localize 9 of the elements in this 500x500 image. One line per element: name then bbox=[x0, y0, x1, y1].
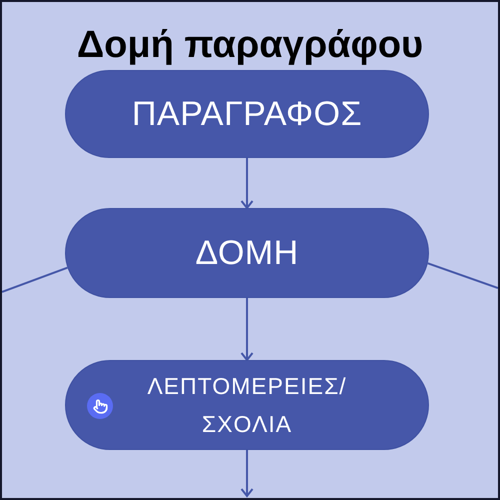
connector-line bbox=[2, 266, 68, 293]
diagram-title: Δομή παραγράφου bbox=[76, 23, 424, 67]
connector-line bbox=[427, 262, 498, 289]
node-label: ΛΕΠΤΟΜΕΡΕΙΕΣ/ ΣΧΟΛΙΑ bbox=[146, 372, 348, 439]
arrow bbox=[240, 298, 254, 361]
arrow bbox=[240, 450, 254, 497]
arrow bbox=[240, 158, 254, 209]
node-label: ΠΑΡΑΓΡΑΦΟΣ bbox=[132, 94, 362, 134]
node-label: ΔΟΜΗ bbox=[195, 232, 299, 274]
